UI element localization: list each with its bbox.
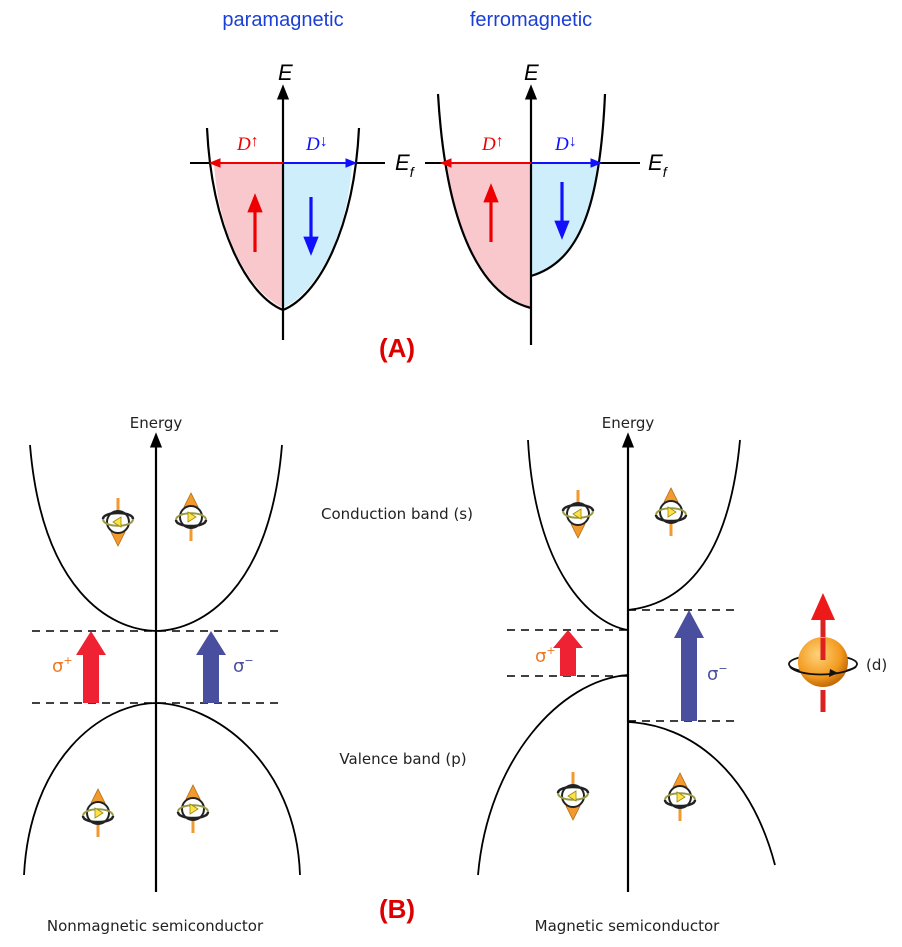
conduction-band-down-curve-magnetic	[627, 439, 741, 611]
spin-up-band-curve-ferromagnetic	[436, 93, 532, 310]
spin-up-fill-paramagnetic	[214, 163, 283, 308]
sigma-minus-label-nonmagnetic: σ−	[233, 654, 254, 677]
magnetic-semiconductor-diagram: Energy σ+ σ−	[477, 414, 887, 935]
valence-band-up-curve-magnetic	[477, 674, 629, 876]
panel-b-label: (B)	[379, 894, 415, 924]
spin-down-electron-icon	[556, 770, 590, 822]
energy-axis-label-nonmagnetic: Energy	[130, 414, 183, 432]
d-up-label-ferromagnetic: D↑	[481, 133, 504, 155]
valence-band-label: Valence band (p)	[339, 750, 466, 768]
ferromagnetic-title: ferromagnetic	[470, 9, 592, 31]
caption-magnetic: Magnetic semiconductor	[535, 917, 721, 935]
paramagnetic-title: paramagnetic	[222, 9, 343, 31]
panel-a: paramagnetic E Ef D↑ D↓ ferromagnetic	[190, 9, 669, 363]
spin-up-electron-icon	[663, 771, 697, 823]
d-electron-spin-icon	[788, 593, 858, 712]
sigma-plus-label-magnetic: σ+	[535, 644, 556, 667]
caption-nonmagnetic: Nonmagnetic semiconductor	[47, 917, 264, 935]
spin-down-electron-icon	[101, 496, 135, 548]
sigma-plus-arrow-magnetic	[553, 630, 583, 676]
nonmagnetic-semiconductor-diagram: Energy σ+ σ− Nonmagnetic semiconductor	[23, 414, 301, 935]
spin-down-band-curve-ferromagnetic	[530, 93, 607, 278]
d-down-label-ferromagnetic: D↓	[554, 133, 577, 155]
spin-down-fill-paramagnetic	[283, 163, 352, 308]
conduction-band-curve-nonmagnetic	[29, 444, 283, 632]
sigma-minus-arrow-nonmagnetic	[196, 631, 226, 703]
energy-axis-label-paramagnetic: E	[278, 60, 293, 85]
valence-band-down-curve-magnetic	[627, 721, 776, 866]
spin-up-electron-icon	[654, 486, 688, 538]
spin-down-electron-icon	[561, 488, 595, 540]
spin-up-electron-icon	[81, 787, 115, 839]
sigma-plus-label-nonmagnetic: σ+	[52, 654, 73, 677]
spin-up-electron-icon	[174, 491, 208, 543]
spin-up-fill-ferromagnetic	[445, 163, 531, 307]
energy-axis-label-magnetic: Energy	[602, 414, 655, 432]
valence-band-curve-nonmagnetic	[23, 702, 301, 876]
panel-a-label: (A)	[379, 333, 415, 363]
sigma-minus-label-magnetic: σ−	[707, 662, 728, 685]
fermi-label-paramagnetic: Ef	[395, 150, 416, 180]
fermi-label-ferromagnetic: Ef	[648, 150, 669, 180]
sigma-plus-arrow-nonmagnetic	[76, 631, 106, 703]
energy-axis-label-ferromagnetic: E	[524, 60, 539, 85]
d-down-label-paramagnetic: D↓	[305, 133, 328, 155]
paramagnetic-diagram: paramagnetic E Ef D↑ D↓	[190, 9, 416, 340]
spin-down-fill-ferromagnetic	[531, 163, 599, 275]
conduction-band-label: Conduction band (s)	[321, 505, 473, 523]
ferromagnetic-diagram: ferromagnetic E Ef D↑ D↓	[425, 9, 669, 345]
d-up-label-paramagnetic: D↑	[236, 133, 259, 155]
sigma-minus-arrow-magnetic	[674, 610, 704, 721]
spin-up-electron-icon	[176, 783, 210, 835]
d-electron-label: (d)	[866, 656, 887, 674]
conduction-band-up-curve-magnetic	[527, 439, 629, 631]
panel-b: Energy σ+ σ− Nonmagnetic semiconductor C…	[23, 414, 887, 935]
